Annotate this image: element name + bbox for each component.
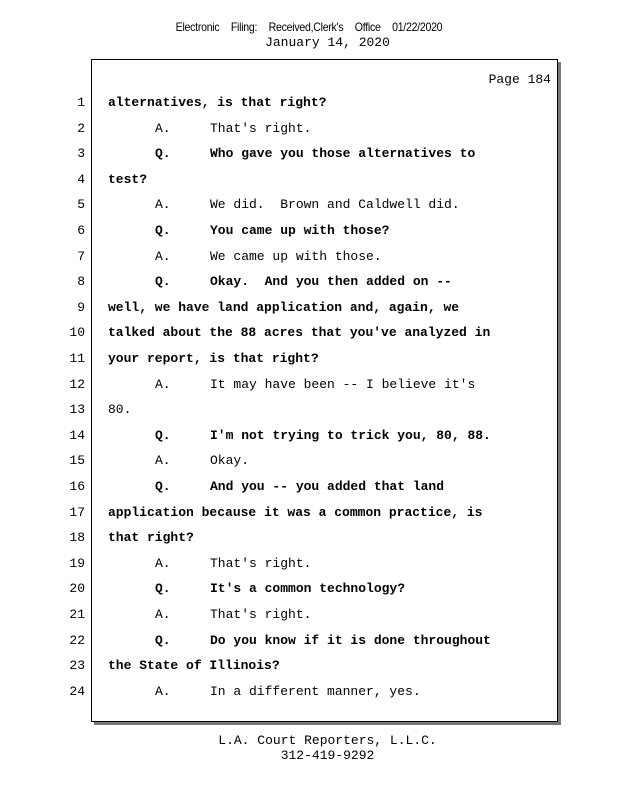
line-number: 9 (77, 299, 85, 315)
line-text: In a different manner, yes. (210, 683, 421, 699)
line-number: 13 (69, 402, 85, 418)
line-number: 17 (69, 504, 85, 520)
filing-stamp: Electronic Filing: Received,Clerk's Offi… (175, 20, 443, 34)
speaker-label: Q. (155, 427, 171, 443)
speaker-label: Q. (155, 479, 171, 494)
line-number: 11 (69, 351, 85, 366)
line-number: 15 (69, 453, 85, 469)
line-text: We came up with those. (210, 248, 382, 264)
speaker-label: A. (155, 555, 171, 571)
line-number: 21 (69, 607, 85, 622)
line-text: I'm not trying to trick you, 80, 88. (210, 427, 491, 443)
speaker-label: Q. (155, 146, 171, 162)
line-text: the State of Illinois? (108, 658, 280, 674)
line-text: And you -- you added that land (210, 479, 445, 494)
line-number: 24 (69, 683, 85, 699)
speaker-label: A. (155, 197, 171, 213)
line-number: 5 (77, 197, 85, 213)
speaker-label: A. (155, 607, 171, 622)
transcript-date: January 14, 2020 (265, 35, 390, 50)
line-text: your report, is that right? (108, 351, 319, 366)
page-number: Page 184 (488, 72, 551, 87)
line-number: 4 (77, 171, 85, 187)
speaker-label: A. (155, 683, 171, 699)
line-text: Who gave you those alternatives to (210, 146, 476, 162)
footer-phone: 312-419-9292 (280, 748, 375, 763)
line-text: That's right. (210, 555, 312, 571)
line-number: 20 (69, 581, 85, 597)
line-number: 2 (77, 120, 85, 136)
footer-company: L.A. Court Reporters, L.L.C. (218, 733, 437, 748)
speaker-label: Q. (155, 223, 171, 238)
speaker-label: A. (155, 376, 171, 392)
line-number: 18 (69, 530, 85, 546)
line-text: You came up with those? (210, 223, 390, 238)
line-text: test? (108, 171, 148, 187)
line-number: 10 (69, 325, 85, 341)
line-text: That's right. (210, 607, 312, 622)
speaker-label: Q. (155, 274, 171, 290)
line-text: talked about the 88 acres that you've an… (108, 325, 491, 341)
speaker-label: A. (155, 120, 171, 136)
line-text: Okay. (210, 453, 250, 469)
speaker-label: A. (155, 248, 171, 264)
line-text: It may have been -- I believe it's (210, 376, 476, 392)
line-text: well, we have land application and, agai… (108, 299, 460, 315)
line-text: alternatives, is that right? (108, 95, 327, 110)
transcript-page: Page 184 (91, 59, 558, 722)
line-number: 3 (77, 146, 85, 162)
line-number: 12 (69, 376, 85, 392)
speaker-label: Q. (155, 581, 171, 597)
line-number: 19 (69, 555, 85, 571)
line-text: 80. (108, 402, 132, 418)
line-text: that right? (108, 530, 194, 546)
speaker-label: A. (155, 453, 171, 469)
line-number: 16 (69, 479, 85, 494)
line-number: 23 (69, 658, 85, 674)
line-number: 8 (77, 274, 85, 290)
footer: L.A. Court Reporters, L.L.C. 312-419-929… (0, 733, 618, 763)
line-number: 14 (69, 427, 85, 443)
line-text: We did. Brown and Caldwell did. (210, 197, 460, 213)
line-text: That's right. (210, 120, 312, 136)
line-number: 6 (77, 223, 85, 238)
line-number: 7 (77, 248, 85, 264)
line-number: 1 (77, 95, 85, 110)
line-number: 22 (69, 632, 85, 648)
line-text: Do you know if it is done throughout (210, 632, 491, 648)
line-text: It's a common technology? (210, 581, 406, 597)
line-text: application because it was a common prac… (108, 504, 483, 520)
speaker-label: Q. (155, 632, 171, 648)
line-text: Okay. And you then added on -- (210, 274, 452, 290)
